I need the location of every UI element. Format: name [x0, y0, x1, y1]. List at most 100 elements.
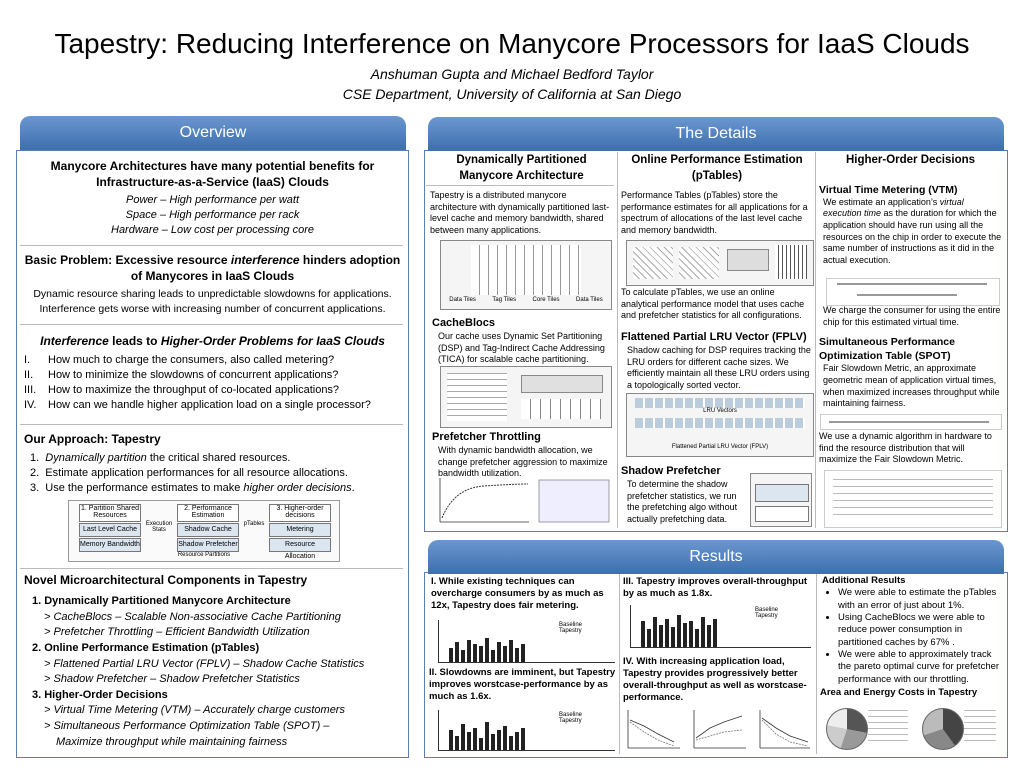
overview-problem: Basic Problem: Excessive resource interf… — [24, 252, 401, 316]
result-2-text: II. Slowdowns are imminent, but Tapestry… — [429, 667, 616, 702]
fig-label: Data Tiles — [576, 297, 603, 303]
area-title: Area and Energy Costs in Tapestry — [820, 687, 978, 699]
benefits-title: Manycore Architectures have many potenti… — [50, 159, 375, 190]
fig-shape — [868, 710, 908, 746]
vtm-charge: We charge the consumer for using the ent… — [823, 305, 1002, 328]
fplv-caption: Flattened Partial LRU Vector (FPLV) — [671, 444, 769, 450]
components-title: Novel Microarchitectural Components in T… — [24, 573, 308, 587]
result-4-text: IV. With increasing application load, Ta… — [623, 656, 807, 703]
col1-title: Dynamically Partitioned Manycore Archite… — [456, 154, 587, 182]
col2-title: Online Performance Estimation (pTables) — [631, 154, 803, 182]
fig-shape — [964, 710, 996, 746]
fig-shape — [755, 506, 809, 522]
fig-box-partition: 1. Partition Shared Resources — [79, 504, 141, 522]
approach-item: 2. Estimate application performances for… — [30, 467, 348, 480]
higher-order-title: Interference leads to Higher-Order Probl… — [40, 334, 385, 348]
divider — [20, 424, 403, 425]
pt-body: With dynamic bandwidth allocation, we ch… — [438, 444, 608, 479]
ptables-figure — [626, 240, 814, 286]
cacheblocs-title: CacheBlocs — [432, 317, 495, 329]
additional-item: Using CacheBlocs we were able to reduce … — [838, 612, 1003, 649]
vtm-charge-body: We charge the consumer for using the ent… — [823, 305, 1001, 327]
result-4-charts — [627, 710, 810, 749]
area-pie — [826, 708, 868, 750]
component-line: > Flattened Partial LRU Vector (FPLV) – … — [44, 657, 365, 670]
ptables-calc: To calculate pTables, we use an online a… — [621, 287, 813, 322]
poster-title: Tapestry: Reducing Interference on Manyc… — [54, 28, 970, 59]
result-4: IV. With increasing application load, Ta… — [623, 656, 814, 704]
result-3: III. Tapestry improves overall-throughpu… — [623, 576, 814, 600]
spot: Simultaneous Performance Optimization Ta… — [819, 335, 1002, 410]
approach-item: 3. Use the performance estimates to make… — [30, 481, 355, 494]
energy-pie — [922, 708, 964, 750]
fig-label: Data Tiles — [449, 297, 476, 303]
results-panel — [424, 572, 1008, 758]
cacheblocs: CacheBlocs Our cache uses Dynamic Set Pa… — [432, 316, 612, 366]
divider — [617, 152, 618, 528]
sp-body: To determine the shadow prefetcher stati… — [627, 478, 738, 524]
problem-title: Basic Problem: Excessive resource interf… — [24, 253, 401, 284]
fig-ptables: pTables — [243, 521, 265, 527]
fig-label: Core Tiles — [532, 297, 560, 303]
fig-shape — [833, 477, 993, 521]
prefetcher-throttling: Prefetcher Throttling With dynamic bandw… — [432, 430, 612, 480]
spot-algo: We use a dynamic algorithm in hardware t… — [819, 431, 1002, 466]
fig-shape — [829, 421, 989, 423]
fig-shape — [727, 249, 769, 271]
affiliation: CSE Department, University of California… — [342, 86, 682, 102]
fig-shape — [857, 294, 957, 296]
vtm-equation — [826, 278, 1000, 306]
overview-higher-order: Interference leads to Higher-Order Probl… — [24, 333, 401, 413]
problem-body: Dynamic resource sharing leads to unpred… — [33, 288, 392, 315]
additional-results: Additional Results We were able to estim… — [820, 575, 1003, 699]
authors: Anshuman Gupta and Michael Bedford Taylo… — [370, 66, 654, 82]
fig-shape — [447, 373, 507, 421]
fig-shape — [635, 398, 805, 408]
component-line: > CacheBlocs – Scalable Non-associative … — [44, 610, 341, 623]
result-1: I. While existing techniques can overcha… — [431, 576, 617, 612]
fig-shape — [775, 245, 807, 279]
fig-exec-stats: Execution Stats — [145, 521, 173, 533]
problem-item: I.How much to charge the consumers, also… — [24, 354, 335, 367]
fig-shadow-cache: Shadow Cache — [177, 523, 239, 537]
fig-shape — [837, 283, 987, 285]
col2-intro: Performance Tables (pTables) store the p… — [621, 190, 808, 236]
benefit-hardware: Hardware – Low cost per processing core — [111, 224, 314, 237]
divider — [20, 568, 403, 569]
fplv-lru-label: LRU Vectors — [703, 408, 737, 414]
fplv-title: Flattened Partial LRU Vector (FPLV) — [621, 331, 807, 343]
results-heading: Results — [428, 540, 1004, 574]
fplv: Flattened Partial LRU Vector (FPLV) Shad… — [621, 330, 813, 392]
divider — [816, 574, 817, 754]
benefit-space: Space – High performance per rack — [125, 209, 300, 222]
vtm-title: Virtual Time Metering (VTM) — [819, 183, 958, 196]
shadow-prefetcher-figure — [750, 473, 812, 527]
result-2: II. Slowdowns are imminent, but Tapestry… — [429, 667, 619, 703]
divider — [619, 574, 620, 754]
chart-a — [627, 710, 680, 749]
result-1-text: I. While existing techniques can overcha… — [431, 576, 604, 611]
details-col2: Online Performance Estimation (pTables) … — [621, 153, 813, 237]
additional-title: Additional Results — [822, 575, 906, 586]
fplv-body: Shadow caching for DSP requires tracking… — [627, 344, 811, 390]
divider — [815, 152, 816, 528]
chart-c — [759, 710, 810, 749]
fig-label: Tag Tiles — [492, 297, 517, 303]
fig-shape — [679, 247, 719, 279]
calc-body: To calculate pTables, we use an online a… — [621, 287, 805, 321]
fig-box-estimation: 2. Performance Estimation — [177, 504, 239, 522]
component-line: > Shadow Prefetcher – Shadow Prefetcher … — [44, 673, 300, 686]
spot-title: Simultaneous Performance Optimization Ta… — [819, 336, 955, 363]
component-line: 2. Online Performance Estimation (pTable… — [32, 642, 260, 655]
overview-heading: Overview — [20, 116, 406, 150]
col3-title: Higher-Order Decisions — [845, 154, 976, 166]
details-heading: The Details — [428, 117, 1004, 151]
fig-shape — [635, 418, 805, 428]
approach-figure: 1. Partition Shared Resources 2. Perform… — [68, 500, 340, 562]
prefetcher-chart — [439, 478, 610, 523]
sp-title: Shadow Prefetcher — [621, 465, 721, 477]
